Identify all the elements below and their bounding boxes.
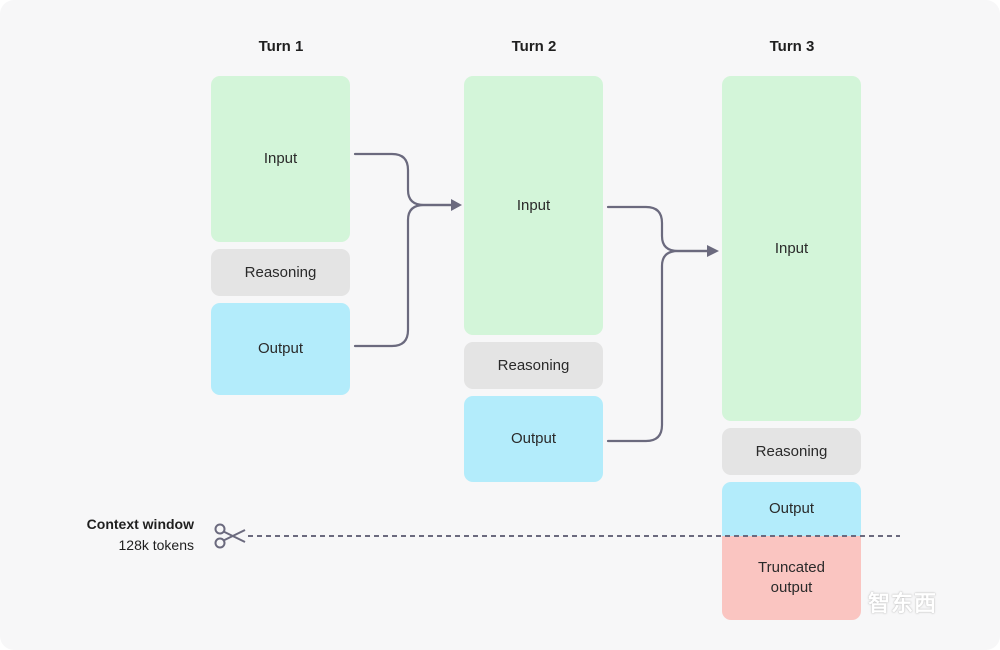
turn-2-reasoning-block: Reasoning — [464, 342, 603, 389]
turn-3-output-block: Output — [722, 482, 861, 536]
connector-turn1-input-to-turn2 — [353, 152, 454, 207]
connector-turn1-output-to-turn2 — [353, 203, 454, 348]
turn-1-input-block: Input — [211, 76, 350, 242]
turn-1-title: Turn 1 — [258, 38, 304, 55]
arrowhead-turn2 — [451, 199, 462, 211]
connector-turn2-input-to-turn3 — [606, 205, 710, 253]
turn-3-reasoning-block: Reasoning — [722, 428, 861, 475]
watermark-logo: 智东西 — [868, 591, 938, 616]
turn-3-truncated-output-block: Truncated output — [722, 536, 861, 620]
turn-2-title: Turn 2 — [511, 38, 557, 55]
connector-turn2-output-to-turn3 — [606, 249, 710, 443]
turn-3-input-block: Input — [722, 76, 861, 421]
context-window-tokens: 128k tokens — [118, 537, 195, 553]
scissors-icon — [214, 523, 246, 549]
turn-2-output-block: Output — [464, 396, 603, 482]
turn-2-input-block: Input — [464, 76, 603, 335]
arrowhead-turn3 — [707, 245, 719, 257]
context-window-title: Context window — [86, 516, 194, 532]
turn-1-output-block: Output — [211, 303, 350, 395]
turn-1-reasoning-block: Reasoning — [211, 249, 350, 296]
turn-3-title: Turn 3 — [769, 38, 815, 55]
